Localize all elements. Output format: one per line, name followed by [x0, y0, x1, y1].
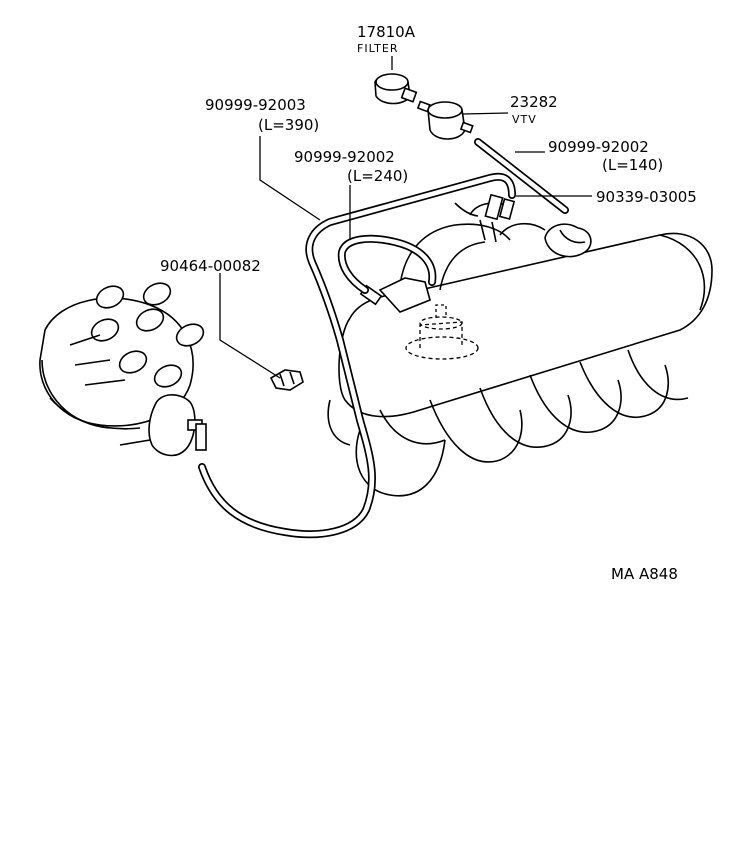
hose-l140-length: (L=140): [602, 156, 663, 174]
hose-l390: [198, 172, 516, 539]
vtv-part: [416, 100, 474, 140]
clip-part: [269, 369, 304, 391]
part-labels: 17810A FILTER 23282 VTV 90999-92003 (L=3…: [160, 23, 697, 583]
vtv-part-number: 23282: [510, 93, 558, 111]
hose-l140-part-number: 90999-92002: [548, 138, 649, 156]
filter-part: [374, 73, 418, 105]
hose-l240-part-number: 90999-92002: [294, 148, 395, 166]
leader-lines: [219, 56, 592, 379]
hose-l240-length: (L=240): [347, 167, 408, 185]
hose-l390-part-number: 90999-92003: [205, 96, 306, 114]
diagram-code: MA A848: [611, 565, 678, 583]
intake-manifold: [327, 193, 713, 497]
hose-l140: [474, 138, 569, 214]
filter-part-label: FILTER: [357, 42, 399, 55]
hose-l390-length: (L=390): [258, 116, 319, 134]
filter-part-number: 17810A: [357, 23, 416, 41]
hose-l240: [337, 234, 437, 294]
vtv-part-label: VTV: [512, 113, 537, 126]
distributor: [39, 282, 207, 457]
union-part-number: 90339-03005: [596, 188, 697, 206]
clip-part-number: 90464-00082: [160, 257, 261, 275]
